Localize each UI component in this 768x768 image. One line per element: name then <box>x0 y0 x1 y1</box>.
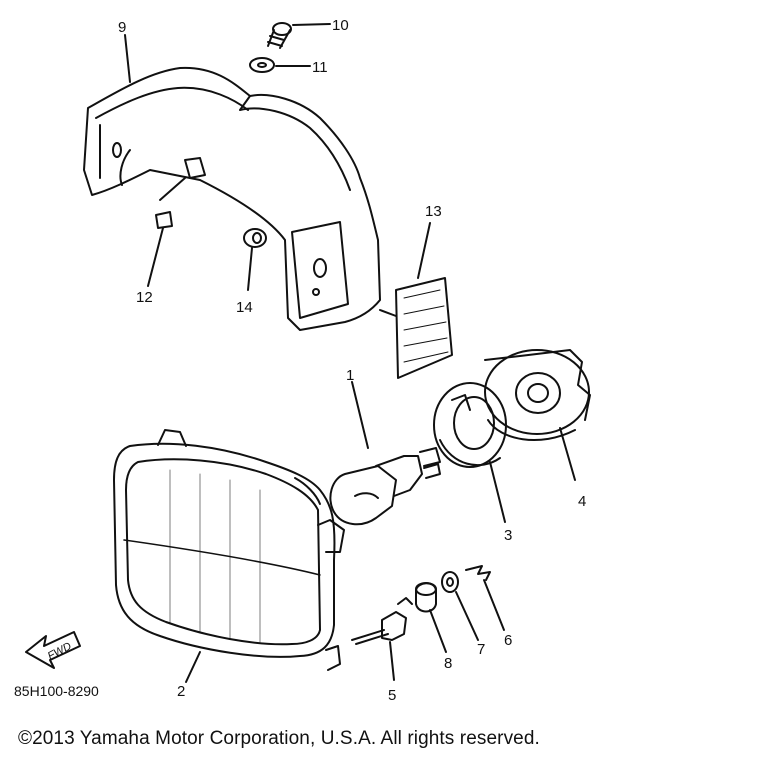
part-4-socket-housing <box>484 349 591 481</box>
callout-13: 13 <box>425 203 442 220</box>
callout-7: 7 <box>477 641 485 658</box>
callout-4: 4 <box>578 493 586 510</box>
part-13-reflector <box>379 222 453 379</box>
part-9-headlight-cover <box>83 66 381 331</box>
part-2-headlight-unit <box>113 429 345 683</box>
callout-9: 9 <box>118 19 126 36</box>
part-12-grommet <box>147 211 173 287</box>
callout-12: 12 <box>136 289 153 306</box>
part-5-adjusting-screw <box>351 597 413 681</box>
callout-2: 2 <box>177 683 185 700</box>
fwd-arrow <box>25 631 81 669</box>
part-10-screw <box>267 22 331 49</box>
part-3-retaining-ring <box>433 382 507 523</box>
callout-14: 14 <box>236 299 253 316</box>
callout-1: 1 <box>346 367 354 384</box>
part-6-spring-clip <box>465 565 505 631</box>
part-code: 85H100-8290 <box>14 683 99 699</box>
callout-10: 10 <box>332 17 349 34</box>
callout-3: 3 <box>504 527 512 544</box>
part-7-washer <box>441 571 479 641</box>
callout-8: 8 <box>444 655 452 672</box>
part-14-grommet <box>243 228 267 291</box>
callout-6: 6 <box>504 632 512 649</box>
callout-11: 11 <box>312 59 328 76</box>
part-11-washer <box>249 57 311 73</box>
copyright-notice: ©2013 Yamaha Motor Corporation, U.S.A. A… <box>18 728 540 749</box>
callout-5: 5 <box>388 687 396 704</box>
part-8-spacer <box>415 582 447 653</box>
part-1-bulb <box>329 381 441 526</box>
